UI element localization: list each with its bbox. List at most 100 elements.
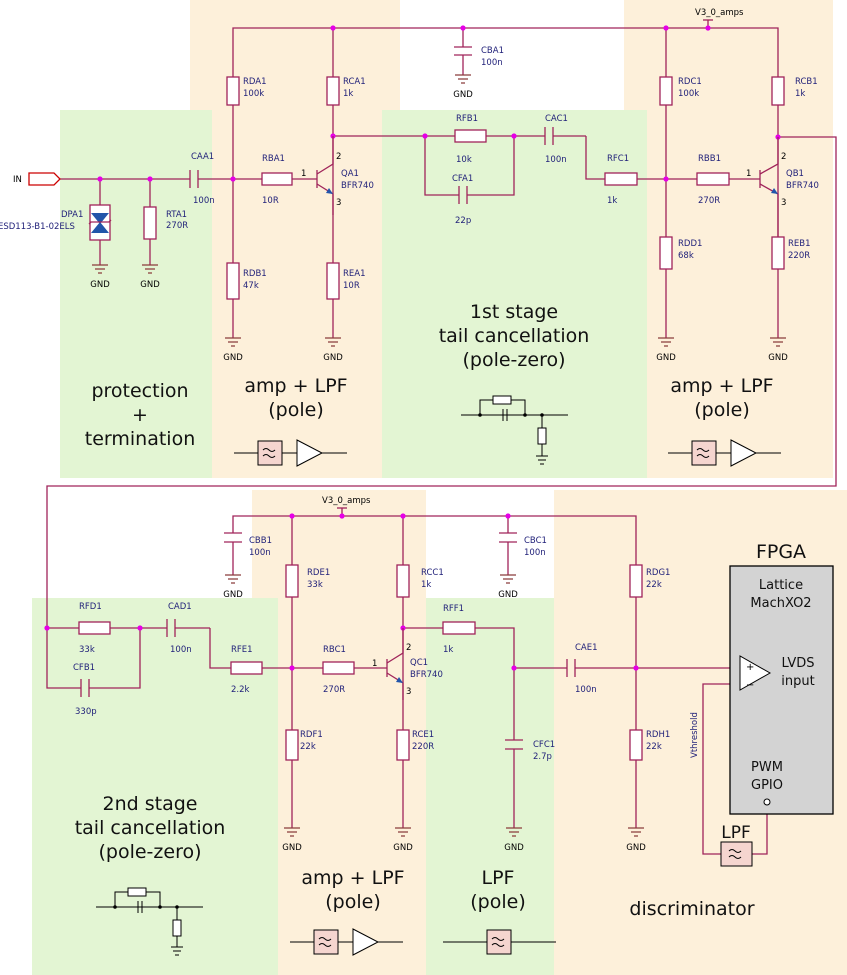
value-CBC1: 100n [524, 548, 546, 558]
region-label-amp-lpf-1: amp + LPF(pole) [244, 375, 347, 421]
ref-RDF1: RDF1 [300, 730, 323, 740]
value-RCB1: 1k [795, 89, 805, 99]
pin-label: 1 [301, 169, 306, 179]
ref-RBA1: RBA1 [262, 154, 285, 164]
value-QA1: BFR740 [341, 181, 374, 191]
transistor-symbols [316, 136, 779, 700]
fpga-lpf-label: LPF [721, 823, 751, 843]
value-RTA1: 270R [166, 221, 188, 231]
value-RDG1: 22k [646, 580, 662, 590]
value-RFE1: 2.2k [231, 685, 250, 695]
fpga-block [729, 565, 834, 815]
vthreshold-label: Vthreshold [690, 712, 700, 758]
value-RBA1: 10R [262, 196, 279, 206]
gnd-label: GND [223, 353, 243, 363]
value-DPA1: ESD113-B1-02ELS [0, 222, 75, 232]
gnd-label: GND [393, 843, 413, 853]
value-RDE1: 33k [307, 580, 323, 590]
filter-amp-icons [234, 439, 781, 956]
ref-RTA1: RTA1 [166, 210, 187, 220]
fpga-title: FPGA [756, 541, 806, 563]
value-CFB1: 330p [75, 707, 97, 717]
gnd-label: GND [323, 353, 343, 363]
esd-diode-symbol [88, 204, 112, 241]
gnd-label: GND [498, 590, 518, 600]
ref-RDE1: RDE1 [307, 568, 330, 578]
region-label-protection: protection+termination [85, 380, 195, 450]
ref-RDB1: RDB1 [243, 269, 267, 279]
pin-label: 2 [336, 152, 341, 162]
supply-label-top: V3_0_amps [695, 8, 744, 18]
input-port-symbol [28, 172, 61, 186]
top-wires [46, 19, 837, 689]
value-CAC1: 100n [545, 155, 567, 165]
ref-RCA1: RCA1 [343, 77, 366, 87]
ref-RDC1: RDC1 [678, 77, 702, 87]
gnd-label: GND [90, 280, 110, 290]
pin-label: 3 [781, 198, 786, 208]
gnd-label: GND [223, 590, 243, 600]
pin-label: 1 [372, 659, 377, 669]
ref-RFF1: RFF1 [443, 604, 464, 614]
value-RFC1: 1k [607, 196, 617, 206]
region-label-amp-lpf-3: amp + LPF(pole) [301, 867, 404, 913]
value-RFD1: 33k [79, 645, 95, 655]
value-CBB1: 100n [249, 548, 271, 558]
ref-CAE1: CAE1 [575, 643, 598, 653]
ref-RDH1: RDH1 [646, 730, 670, 740]
ref-CAA1: CAA1 [191, 152, 214, 162]
ref-RCB1: RCB1 [795, 77, 818, 87]
value-RFF1: 1k [443, 645, 453, 655]
value-RDA1: 100k [243, 89, 264, 99]
ref-QC1: QC1 [410, 658, 428, 668]
ref-CAD1: CAD1 [168, 602, 192, 612]
ref-QA1: QA1 [341, 169, 359, 179]
comparator-minus: − [746, 680, 754, 691]
value-CAD1: 100n [170, 645, 192, 655]
value-RCC1: 1k [421, 580, 431, 590]
gnd-label: GND [768, 353, 788, 363]
ref-RDA1: RDA1 [243, 77, 267, 87]
ref-QB1: QB1 [786, 169, 804, 179]
value-CAE1: 100n [575, 685, 597, 695]
bottom-wires [89, 507, 768, 855]
value-RBB1: 270R [698, 196, 720, 206]
comparator-plus: + [746, 662, 754, 673]
ref-RFE1: RFE1 [231, 645, 253, 655]
value-RCE1: 220R [412, 742, 434, 752]
ref-CFB1: CFB1 [73, 663, 95, 673]
ref-CBA1: CBA1 [481, 46, 504, 56]
pin-labels: 1 2 3 1 2 3 1 2 3 [301, 152, 786, 697]
value-RDH1: 22k [646, 742, 662, 752]
net-labels: IN V3_0_amps V3_0_amps GND GND GND GND G… [13, 8, 788, 853]
ref-RFB1: RFB1 [456, 114, 478, 124]
value-REA1: 10R [343, 281, 360, 291]
gnd-label: GND [504, 843, 524, 853]
ref-RCC1: RCC1 [421, 568, 444, 578]
region-label-amp-lpf-2: amp + LPF(pole) [670, 375, 773, 421]
ref-RFC1: RFC1 [607, 154, 629, 164]
ref-RBB1: RBB1 [698, 154, 721, 164]
ref-CFA1: CFA1 [452, 174, 473, 184]
ref-RDD1: RDD1 [678, 239, 702, 249]
gnd-label: GND [282, 843, 302, 853]
ref-RBC1: RBC1 [323, 645, 346, 655]
region-label-lpf: LPF(pole) [470, 867, 525, 913]
component-labels: DPA1 ESD113-B1-02ELS RTA1 270R CAA1 100n… [0, 46, 819, 762]
value-CAA1: 100n [193, 196, 215, 206]
value-CFA1: 22p [455, 216, 471, 226]
pin-label: 2 [406, 643, 411, 653]
input-net-label: IN [13, 175, 22, 185]
ref-REA1: REA1 [343, 269, 366, 279]
value-QC1: BFR740 [410, 670, 443, 680]
ref-CAC1: CAC1 [545, 114, 568, 124]
ref-CBB1: CBB1 [249, 536, 272, 546]
capacitor-plates [80, 46, 576, 750]
ground-symbols [92, 74, 786, 837]
ref-CBC1: CBC1 [524, 536, 547, 546]
gnd-label: GND [453, 90, 473, 100]
value-RDD1: 68k [678, 251, 694, 261]
junction-dots [44, 25, 781, 671]
